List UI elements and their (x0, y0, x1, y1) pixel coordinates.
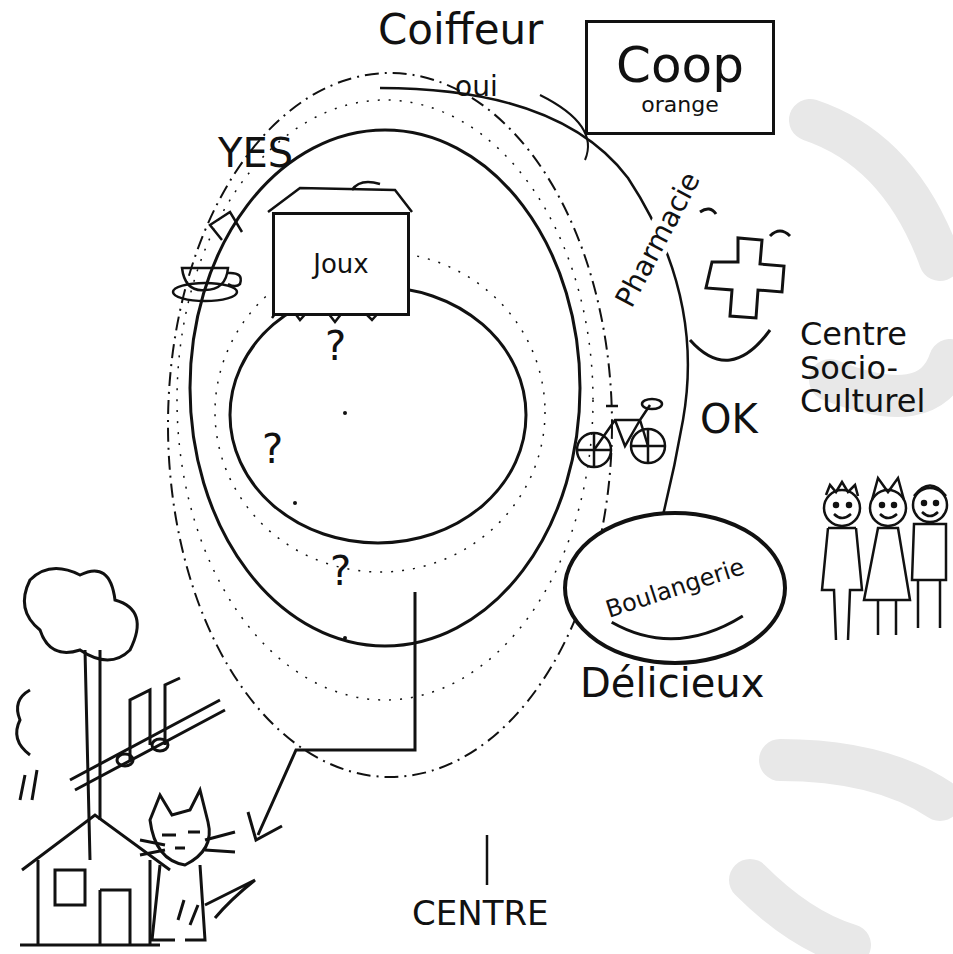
watermark-stroke (750, 120, 950, 945)
place-label: CENTRE (412, 896, 549, 932)
node-subtitle: orange (616, 93, 744, 117)
note-label: oui (455, 72, 498, 101)
note-label: YES (218, 132, 293, 174)
note-label: OK (700, 398, 758, 440)
people (822, 478, 947, 640)
question-mark: ? (325, 325, 346, 367)
node-title: Coop (616, 38, 744, 93)
home-illustration (17, 569, 255, 945)
arrow-head (248, 812, 282, 840)
question-mark: ? (262, 428, 283, 470)
node-title: Joux (313, 250, 368, 279)
dotted-ring (177, 100, 593, 700)
place-label: Centre Socio-Culturel (800, 318, 946, 419)
bicycle (577, 399, 665, 467)
centre-line (486, 835, 489, 885)
note-label: Délicieux (580, 662, 764, 704)
middle-ring (190, 130, 580, 646)
cafe-building: Joux (272, 212, 410, 316)
dots (293, 411, 347, 640)
shop-label: Pharmacie (608, 164, 707, 315)
path-home (258, 592, 415, 835)
question-mark: ? (330, 550, 351, 592)
shop-box: Cooporange (585, 20, 775, 135)
cafe-illustration (173, 182, 412, 322)
pharmacy-cross (690, 209, 790, 360)
inner-ring (230, 287, 526, 543)
road-line (540, 95, 588, 160)
outer-ring (168, 73, 612, 777)
shop-label: Coiffeur (378, 8, 543, 52)
bakery-circle: Boulangerie (562, 510, 788, 666)
